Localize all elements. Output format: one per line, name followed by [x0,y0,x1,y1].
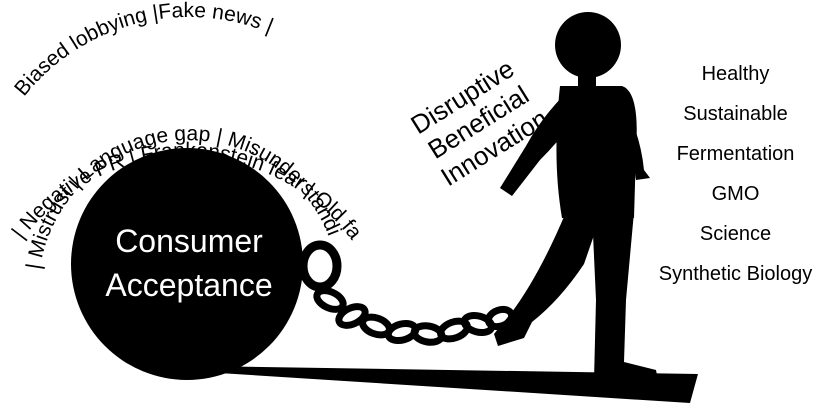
ball-icon [71,148,303,380]
attribute-item: Sustainable [683,103,788,125]
attribute-item: GMO [711,183,760,205]
chain-icon [313,287,516,346]
ground-slope [203,366,698,403]
barrier-line-1: Biased lobbying |Fake news | [10,0,276,100]
ball-label-line-2: Acceptance [105,267,272,303]
attribute-item: Synthetic Biology [658,263,813,285]
attribute-item: Science [699,223,772,245]
ball-label-line-1: Consumer [115,223,263,259]
attribute-item: Healthy [701,63,770,85]
ball-ring [298,240,342,292]
attribute-item: Fermentation [676,143,795,165]
attribute-list: Healthy Sustainable Fermentation GMO Sci… [650,54,821,294]
walking-person-icon [494,12,658,380]
